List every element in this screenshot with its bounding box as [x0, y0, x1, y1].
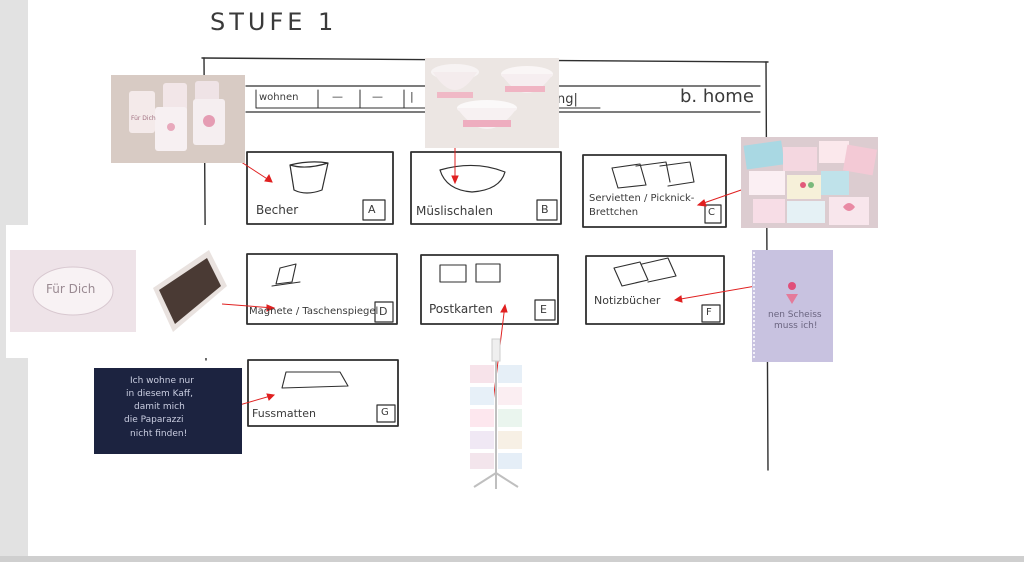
photo-napkins [741, 137, 878, 228]
bowls-image [425, 58, 559, 148]
napkin-sketch [611, 161, 695, 189]
doormat-text-3: damit mich [134, 402, 185, 412]
cup-text: Für Dich [131, 115, 156, 122]
cell-code-A: A [368, 203, 376, 216]
napkins-image [741, 137, 878, 228]
doormat-text-5: nicht finden! [130, 429, 188, 439]
doormat-text-2: in diesem Kaff, [126, 389, 193, 399]
cell-box-B [410, 151, 562, 225]
cell-label-B: Müslischalen [416, 204, 494, 218]
cup-sketch [289, 161, 329, 194]
doormat-text-4: die Paparazzi [124, 415, 184, 425]
photo-magnet-card: Für Dich [10, 250, 136, 332]
cell-code-B: B [541, 203, 549, 216]
cell-code-G: G [381, 407, 389, 418]
cell-box-F [585, 255, 725, 325]
bowl-sketch [439, 164, 506, 193]
cell-code-C: C [708, 207, 715, 218]
photo-bowls [425, 58, 559, 148]
cell-label-C2: Brettchen [589, 207, 639, 218]
photo-postcard-stand [464, 335, 528, 490]
notebook-text-1: nen Scheiss [768, 310, 822, 320]
cell-box-E [420, 254, 559, 325]
cell-code-E: E [540, 303, 547, 316]
nav-item-2: — [332, 90, 343, 103]
page-title: STUFE 1 [210, 8, 338, 36]
cups-image [111, 75, 245, 163]
notebook-image [752, 250, 833, 362]
doormat-text-1: Ich wohne nur [130, 376, 194, 386]
photo-mirror [143, 248, 227, 332]
nav-trailing: ng| [557, 92, 578, 107]
cell-label-G: Fussmatten [252, 407, 316, 420]
cell-label-F: Notizbücher [594, 294, 661, 307]
notebook-text-2: muss ich! [774, 321, 818, 331]
cell-label-C: Servietten / Picknick- [589, 193, 695, 204]
mirror-image [153, 250, 227, 332]
magnet-text: Für Dich [46, 282, 96, 296]
cell-label-E: Postkarten [429, 302, 493, 316]
photo-notebook: nen Scheiss muss ich! [752, 250, 833, 362]
postcard-sketch [439, 263, 501, 283]
cell-box-G [247, 359, 399, 427]
nav-item-4: | [410, 90, 414, 103]
nav-item-3: — [372, 90, 383, 103]
photo-doormat: Ich wohne nur in diesem Kaff, damit mich… [94, 368, 242, 454]
cell-box-C [582, 154, 727, 228]
magnet-card-image [10, 250, 136, 332]
photo-cups: Für Dich [111, 75, 245, 163]
notebook-sketch [613, 257, 677, 287]
slide-bottom-edge [0, 556, 1024, 562]
cell-box-D [246, 253, 398, 325]
doormat-sketch [281, 371, 349, 389]
cell-code-F: F [706, 307, 712, 318]
magnet-sketch [271, 263, 301, 287]
nav-boxes [255, 89, 601, 109]
postcard-stand-image [470, 338, 522, 489]
cell-code-D: D [379, 305, 388, 318]
cell-box-A [246, 151, 394, 225]
cell-label-A: Becher [256, 203, 299, 217]
nav-item-wohnen: wohnen [259, 92, 299, 103]
cell-label-D: Magnete / Taschenspiegel [249, 306, 379, 317]
brand-logo: b. home [680, 86, 754, 107]
